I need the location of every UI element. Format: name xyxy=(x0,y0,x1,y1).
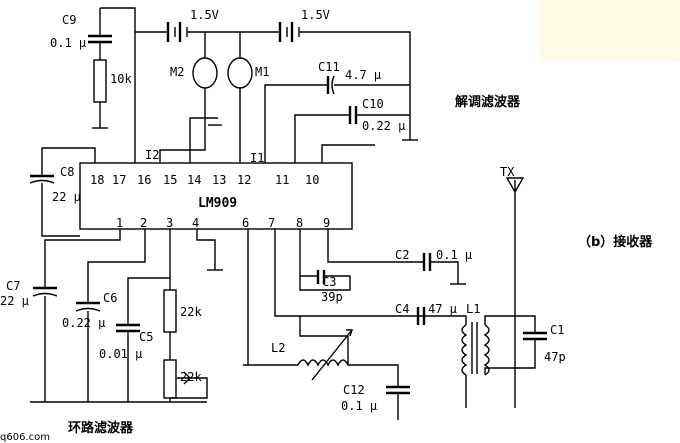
current-i1-label: I1 xyxy=(250,151,264,165)
c8-name: C8 xyxy=(60,165,74,179)
c5-value: 0.01 μ xyxy=(99,347,142,361)
demod-filter-label: 解调滤波器 xyxy=(454,94,521,110)
c10-name: C10 xyxy=(362,97,384,111)
pin-6: 6 xyxy=(242,216,249,230)
c9-r10k-branch xyxy=(88,8,112,129)
pin-8: 8 xyxy=(296,216,303,230)
pin-9: 9 xyxy=(323,216,330,230)
pin-3: 3 xyxy=(166,216,173,230)
c8-branch xyxy=(29,147,96,237)
pin-10: 10 xyxy=(305,173,319,187)
c11-name: C11 xyxy=(318,60,340,74)
c6-value: 0.22 μ xyxy=(62,316,105,330)
c1-name: C1 xyxy=(550,323,564,337)
c7-value: 22 μ xyxy=(0,294,29,308)
c9-name: C9 xyxy=(62,13,76,27)
c5-name: C5 xyxy=(139,330,153,344)
antenna-tx-label: TX xyxy=(500,165,515,179)
c4-value: 47 μ xyxy=(428,302,457,316)
c2-name: C2 xyxy=(395,248,409,262)
l1-label: L1 xyxy=(466,302,480,316)
pin-13: 13 xyxy=(212,173,226,187)
c1-value: 47p xyxy=(544,350,566,364)
loop-filter-network xyxy=(30,229,223,403)
motor-m1-label: M1 xyxy=(255,65,269,79)
pin-11: 11 xyxy=(275,173,289,187)
watermark: q606.com xyxy=(0,432,50,443)
loop-filter-label: 环路滤波器 xyxy=(68,420,134,436)
ic-lm909-body xyxy=(79,162,353,230)
pin-1: 1 xyxy=(116,216,123,230)
l2-label: L2 xyxy=(271,341,285,355)
r22k-top-label: 22k xyxy=(180,305,202,319)
corner-highlight xyxy=(540,0,680,62)
ic-name: LM909 xyxy=(198,196,237,211)
c10-value: 0.22 μ xyxy=(362,119,405,133)
c2-value: 0.1 μ xyxy=(436,248,472,262)
pin-16: 16 xyxy=(137,173,151,187)
c6-name: C6 xyxy=(103,291,117,305)
c12-value: 0.1 μ xyxy=(341,399,377,413)
pin-4: 4 xyxy=(192,216,199,230)
c3-name: C3 xyxy=(322,275,336,289)
rf-frontend xyxy=(327,177,547,408)
pin-14: 14 xyxy=(187,173,201,187)
c11-value: 4.7 μ xyxy=(345,68,381,82)
c8-value: 22 μ xyxy=(52,190,81,204)
demod-filter-caps xyxy=(264,75,418,163)
r10k-label: 10k xyxy=(110,72,132,86)
pin10-wire xyxy=(321,144,375,163)
vco-tank-network xyxy=(243,229,458,420)
c4-name: C4 xyxy=(395,302,409,316)
pin-12: 12 xyxy=(237,173,251,187)
pin-2: 2 xyxy=(140,216,147,230)
pin-15: 15 xyxy=(163,173,177,187)
pin-7: 7 xyxy=(268,216,275,230)
pin-18: 18 xyxy=(90,173,104,187)
pin-17: 17 xyxy=(112,173,126,187)
c3-value: 39p xyxy=(321,290,343,304)
c12-name: C12 xyxy=(343,383,365,397)
r22k-pot-label: 22k xyxy=(180,370,202,384)
battery-left-label: 1.5V xyxy=(190,8,219,22)
c7-name: C7 xyxy=(6,279,20,293)
c9-value: 0.1 μ xyxy=(50,36,86,50)
receiver-caption: （b）接收器 xyxy=(578,234,653,250)
current-i2-label: I2 xyxy=(145,148,159,162)
motor-m2-label: M2 xyxy=(170,65,184,79)
battery-right-label: 1.5V xyxy=(301,8,330,22)
supply-network xyxy=(100,7,411,163)
